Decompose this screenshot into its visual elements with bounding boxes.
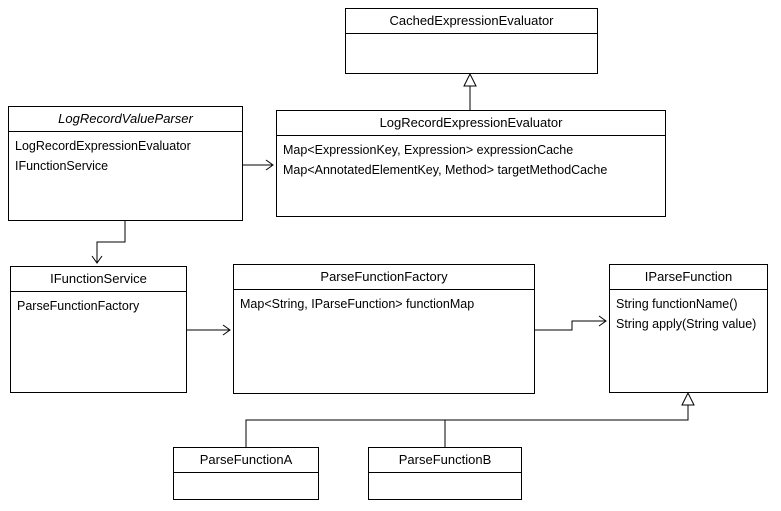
attribute: String functionName()	[616, 297, 738, 311]
edge-parser-to-function-service	[96, 221, 126, 262]
class-parse-function-a[interactable]: ParseFunctionA	[173, 447, 319, 500]
edge-subclasses-to-iparse	[245, 405, 689, 447]
generalization-arrowhead	[463, 72, 477, 87]
attribute: Map<AnnotatedElementKey, Method> targetM…	[283, 163, 608, 177]
attribute: ParseFunctionFactory	[17, 299, 140, 313]
class-name: IFunctionService	[11, 267, 186, 292]
class-log-record-value-parser[interactable]: LogRecordValueParser LogRecordExpression…	[8, 106, 243, 221]
association-arrowhead	[222, 324, 231, 336]
attribute: Map<String, IParseFunction> functionMap	[240, 297, 475, 311]
class-parse-function-factory[interactable]: ParseFunctionFactory Map<String, IParseF…	[233, 264, 535, 394]
class-name: ParseFunctionA	[174, 448, 318, 473]
class-ifunction-service[interactable]: IFunctionService ParseFunctionFactory	[10, 266, 187, 393]
attribute: String apply(String value)	[616, 317, 757, 331]
class-cached-expression-evaluator[interactable]: CachedExpressionEvaluator	[345, 8, 598, 74]
class-parse-function-b[interactable]: ParseFunctionB	[368, 447, 522, 500]
class-name: ParseFunctionB	[369, 448, 521, 473]
attribute: LogRecordExpressionEvaluator	[15, 139, 191, 153]
class-iparse-function[interactable]: IParseFunction String functionName() Str…	[609, 264, 768, 393]
class-name: IParseFunction	[610, 265, 767, 290]
generalization-arrowhead	[681, 391, 695, 406]
association-arrowhead	[598, 315, 607, 327]
class-attributes: ParseFunctionFactory	[11, 292, 186, 316]
edge-factory-to-iparse	[535, 320, 605, 331]
class-name: CachedExpressionEvaluator	[346, 9, 597, 34]
association-arrowhead	[265, 159, 274, 171]
attribute: IFunctionService	[15, 159, 109, 173]
attribute: Map<ExpressionKey, Expression> expressio…	[283, 143, 574, 157]
class-name: LogRecordValueParser	[9, 107, 242, 132]
class-name: LogRecordExpressionEvaluator	[277, 111, 665, 136]
class-log-record-expression-evaluator[interactable]: LogRecordExpressionEvaluator Map<Express…	[276, 110, 666, 217]
class-attributes: Map<String, IParseFunction> functionMap	[234, 290, 534, 314]
class-attributes: LogRecordExpressionEvaluator IFunctionSe…	[9, 132, 242, 176]
class-attributes: String functionName() String apply(Strin…	[610, 290, 767, 334]
association-arrowhead	[91, 255, 103, 264]
class-name: ParseFunctionFactory	[234, 265, 534, 290]
class-attributes: Map<ExpressionKey, Expression> expressio…	[277, 136, 665, 180]
